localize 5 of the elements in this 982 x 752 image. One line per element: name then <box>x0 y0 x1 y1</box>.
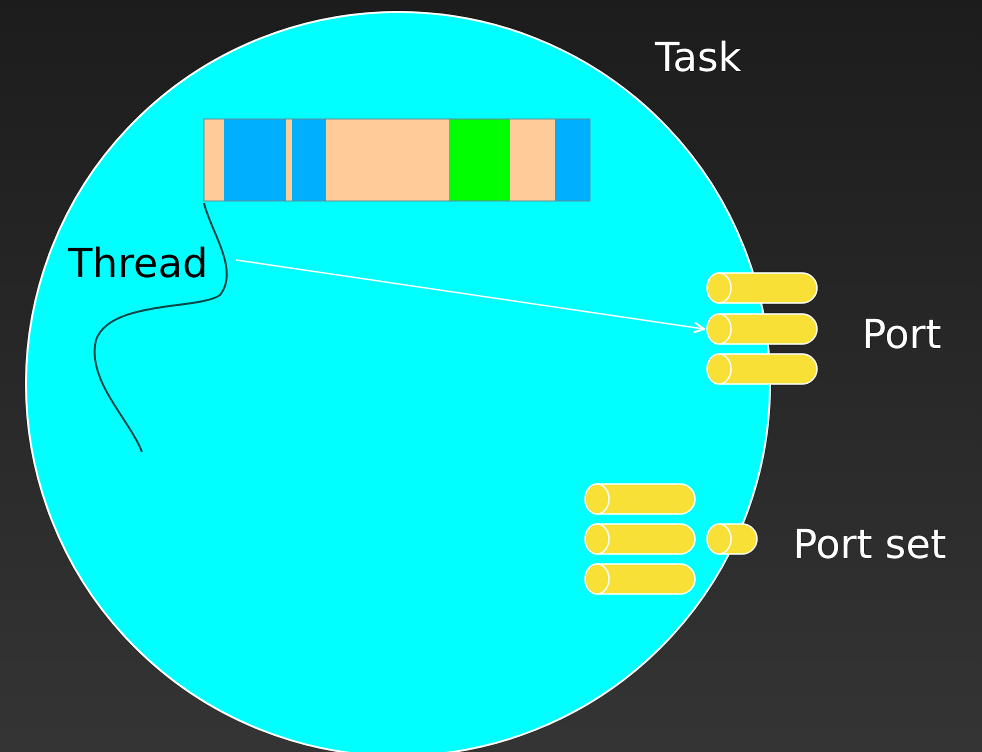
thread-label: Thread <box>68 244 208 284</box>
port-label: Port <box>862 315 942 355</box>
arrow <box>236 259 705 334</box>
port-set-label: Port set <box>793 525 946 565</box>
task-label: Task <box>655 38 742 78</box>
